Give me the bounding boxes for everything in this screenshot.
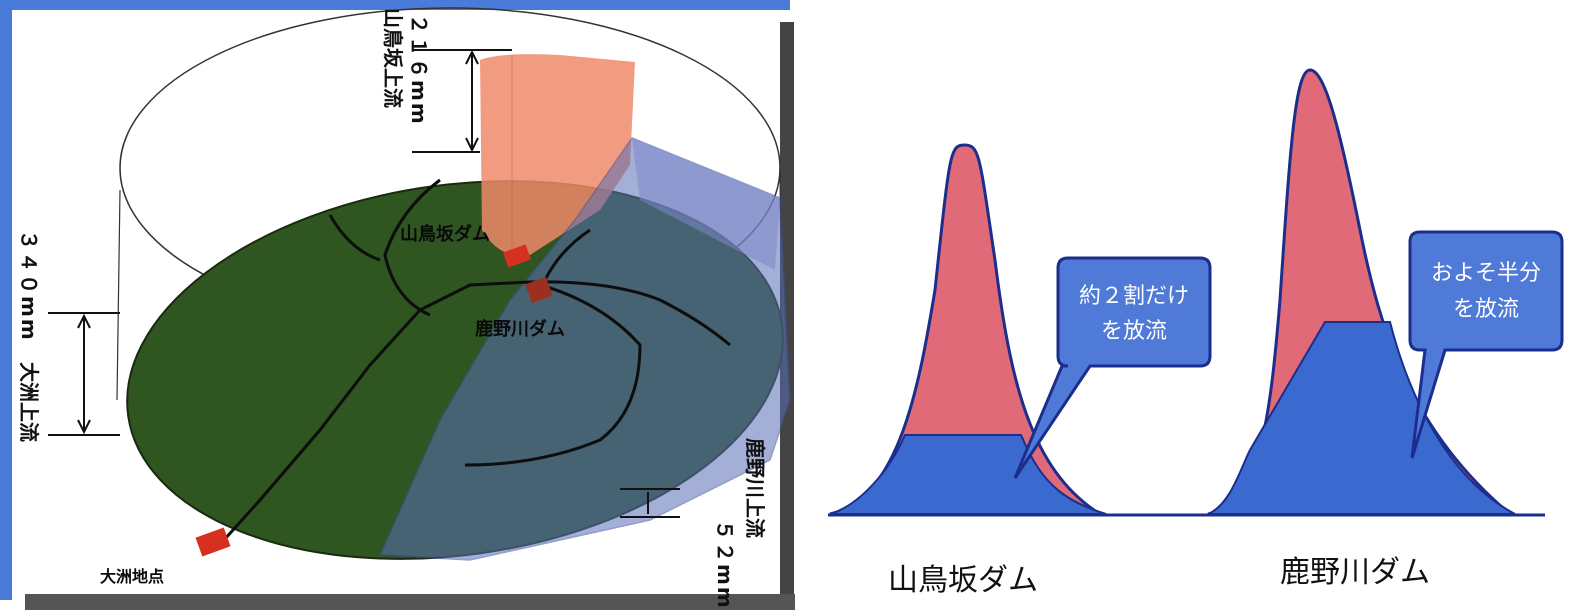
kanogawa-dam-label: 鹿野川ダム [475,318,565,340]
kanogawa-dimension [620,488,680,518]
ozu-dimension [48,312,120,436]
river-branch-right [464,280,642,467]
cylinder-left-edge [116,189,121,401]
frame-top-bar [0,0,790,10]
yamatosaka-upstream-label: 山鳥坂上流 [381,8,405,108]
kanogawa-rain-block [378,137,791,561]
yamatosaka-caption: 山鳥坂ダム [888,563,1038,598]
callout-yamatosaka: 約２割だけ を放流 [1013,256,1212,479]
kanogawa-upstream-label: 鹿野川上流 [743,438,767,538]
dim-arrowhead-up [465,49,479,65]
dim-arrowhead-down [465,137,479,153]
yamatosaka-dam-label: 山鳥坂ダム [400,223,490,245]
yamatosaka-dimension [412,49,512,153]
yamatosaka-dam-marker [502,244,532,268]
callout-bubble [1408,230,1564,459]
callout-kanogawa: およそ半分 を放流 [1408,230,1564,459]
callout-text-line2: を放流 [1453,297,1519,322]
kanogawa-outflow-area [1207,321,1516,515]
release-diagram-svg: 約２割だけ を放流 およそ半分 を放流 山鳥坂ダム 鹿野川ダム [828,68,1564,598]
ozu-upstream-label: 大洲上流 [17,362,41,442]
callout-text-line1: およそ半分 [1431,261,1541,286]
dim-arrowhead-up [77,313,91,329]
callout-text-line2: を放流 [1101,319,1167,344]
river-network [213,178,731,552]
river-branch-left [328,214,381,262]
basin-diagram-svg: 山鳥坂ダム 鹿野川ダム 大洲地点 山鳥坂上流 ２１６mm ３４０mm 大洲上流 [0,0,795,610]
kanogawa-dam-marker [525,276,553,304]
river-branch-upper [383,178,441,317]
main-river [213,280,531,552]
ozu-upstream-value: ３４０mm [17,230,41,342]
yamatosaka-inflow-peak [829,143,1106,516]
callout-text-line1: 約２割だけ [1079,284,1189,309]
callout-bubble [1013,256,1212,479]
frame-left-bar [0,0,12,600]
river-branch-north [543,228,591,281]
dam-release-diagram: 約２割だけ を放流 およそ半分 を放流 山鳥坂ダム 鹿野川ダム [800,0,1590,610]
river-branch-east [529,280,731,347]
ozu-point-label: 大洲地点 [100,567,164,586]
frame-right-shadow [780,22,794,610]
rainfall-basin-diagram: 山鳥坂ダム 鹿野川ダム 大洲地点 山鳥坂上流 ２１６mm ３４０mm 大洲上流 [0,0,800,610]
kanogawa-block-top [632,138,780,270]
kanogawa-upstream-value: ５２mm [713,520,737,610]
yamatosaka-upstream-value: ２１６mm [407,14,431,126]
kanogawa-caption: 鹿野川ダム [1280,555,1430,590]
dim-arrowhead-down [77,419,91,435]
ozu-point-marker [195,527,231,557]
yamatosaka-outflow-area [829,434,1107,515]
frame-bottom-shadow [25,594,795,610]
